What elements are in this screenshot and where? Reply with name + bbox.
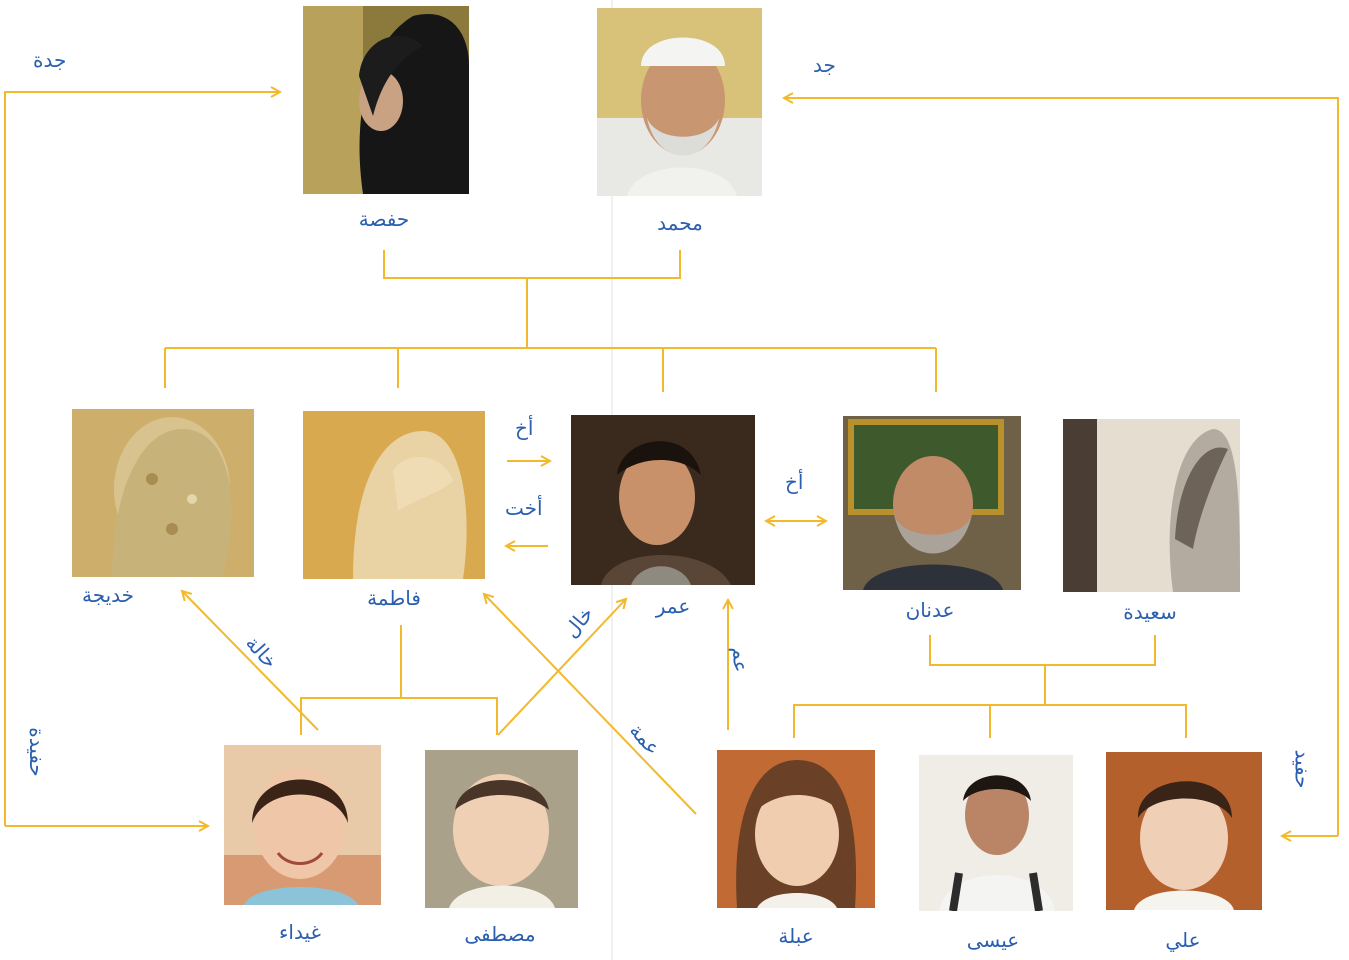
name-issa: عيسى (966, 928, 1020, 952)
label-sister: أخت (505, 496, 543, 520)
ali-photo (1106, 752, 1262, 910)
label-grandfather: جد (813, 53, 836, 77)
label-brother-2: أخ (785, 470, 804, 494)
name-fatima: فاطمة (367, 586, 421, 610)
name-saida: سعيدة (1123, 600, 1177, 624)
label-grandmother: جدة (33, 48, 67, 72)
saida-photo (1063, 419, 1240, 592)
adnan-saida-connector (929, 635, 1156, 666)
abla-photo (717, 750, 875, 908)
issa-photo (919, 755, 1073, 911)
name-adnan: عدنان (905, 598, 955, 622)
maternal-aunt-arrow (182, 591, 319, 731)
grandparents-connector (383, 250, 681, 279)
grandfather-arrow (784, 98, 1339, 836)
name-mohammed: محمد (657, 211, 703, 235)
siblings-bar (164, 347, 937, 392)
adnan-children-bar (793, 665, 1187, 738)
label-grandson: حفيد (1290, 749, 1315, 789)
name-hafsa: حفصة (358, 207, 410, 231)
khadija-photo (72, 409, 254, 577)
paternal-aunt-arrow (484, 594, 697, 815)
name-omar: عمر (655, 594, 691, 618)
hafsa-photo (303, 6, 469, 194)
fatima-photo (303, 411, 485, 579)
mohammed-photo (597, 8, 762, 196)
label-paternal-uncle: عم (728, 647, 753, 673)
ghaida-photo (224, 745, 381, 905)
fatima-children-bar (300, 625, 498, 735)
mustafa-photo (425, 750, 578, 908)
name-abla: عبلة (778, 924, 814, 948)
label-brother-1: أخ (515, 416, 534, 440)
omar-photo (571, 415, 755, 585)
name-ali: علي (1165, 928, 1201, 952)
name-ghaida: غيداء (279, 920, 321, 944)
label-granddaughter: حفيدة (24, 727, 49, 777)
maternal-uncle-arrow (497, 599, 626, 736)
name-mustafa: مصطفى (464, 922, 536, 946)
adnan-photo (843, 416, 1021, 590)
name-khadija: خديجة (81, 583, 135, 607)
